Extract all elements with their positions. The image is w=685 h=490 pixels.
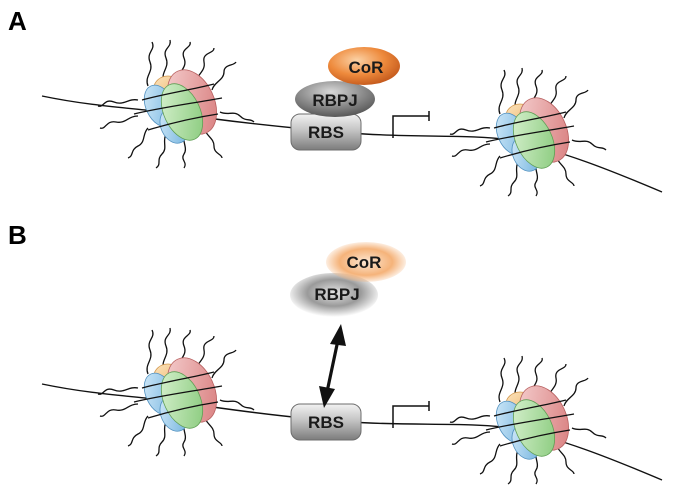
rbpj-protein-free: RBPJ	[290, 273, 378, 317]
rbs-label: RBS	[308, 413, 344, 432]
corepressor-label: CoR	[347, 253, 382, 272]
panel-b: B RBS RBPJ CoR	[8, 220, 663, 485]
panel-a: A RBS RBPJ CoR	[8, 6, 663, 197]
rbs-label: RBS	[308, 123, 344, 142]
double-headed-arrow-icon	[319, 324, 346, 408]
corepressor-protein-free: CoR	[326, 242, 406, 282]
nucleosome-right	[449, 67, 607, 197]
nucleosome-right	[449, 355, 607, 485]
corepressor-protein: CoR	[328, 47, 400, 85]
rbpj-protein: RBPJ	[295, 81, 375, 117]
rbs-element: RBS	[290, 113, 362, 151]
rbpj-label: RBPJ	[312, 91, 357, 110]
rbpj-label: RBPJ	[314, 285, 359, 304]
nucleosome-left	[97, 39, 255, 169]
nucleosome-left	[97, 327, 255, 457]
transcription-start-arrow-icon	[392, 110, 430, 139]
corepressor-label: CoR	[349, 58, 384, 77]
panel-a-label: A	[8, 6, 27, 36]
rbs-element: RBS	[290, 403, 362, 441]
panel-b-label: B	[8, 220, 27, 250]
